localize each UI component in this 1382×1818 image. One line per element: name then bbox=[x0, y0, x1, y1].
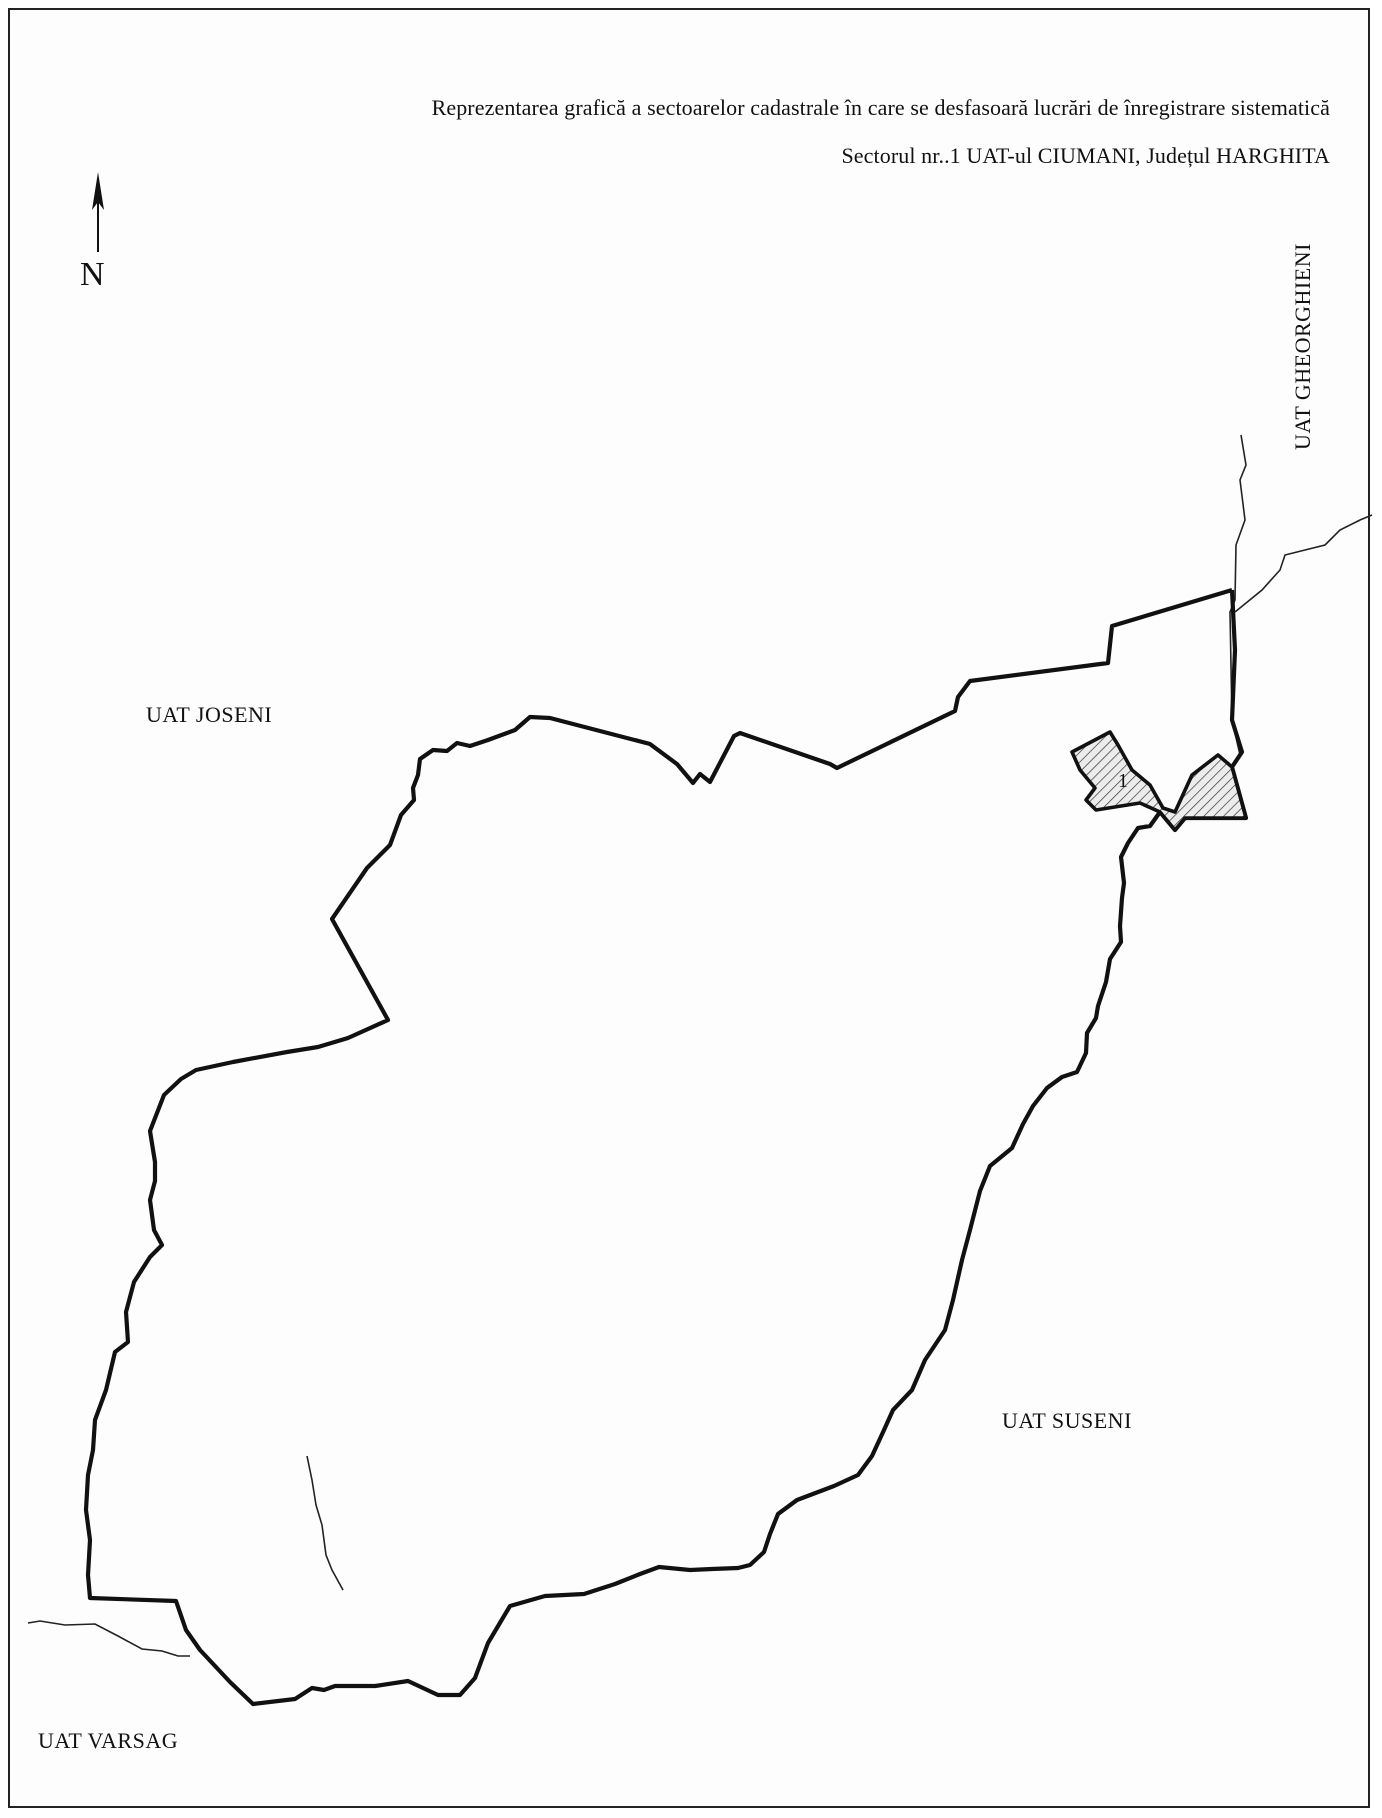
neighbor-label-joseni: UAT JOSENI bbox=[146, 702, 273, 727]
north-label: N bbox=[80, 256, 105, 293]
uat-ciumani-outline bbox=[83, 587, 1249, 1707]
river-northeast bbox=[1234, 514, 1373, 613]
map-title: Reprezentarea grafică a sectoarelor cada… bbox=[431, 95, 1330, 120]
north-arrow-icon bbox=[92, 172, 104, 252]
map-subtitle: Sectorul nr..1 UAT-ul CIUMANI, Județul H… bbox=[841, 143, 1330, 168]
river-southwest bbox=[27, 1620, 190, 1657]
sector-1-area bbox=[1070, 730, 1248, 832]
sector-1-label: 1 bbox=[1118, 770, 1128, 792]
river-south bbox=[306, 1455, 344, 1591]
neighbor-label-varsag: UAT VARSAG bbox=[38, 1728, 179, 1753]
river-lines bbox=[27, 434, 1373, 1657]
map-frame bbox=[8, 8, 1370, 1808]
neighbor-label-suseni: UAT SUSENI bbox=[1002, 1408, 1132, 1433]
neighbor-label-gheorgheni: UAT GHEORGHIENI bbox=[1290, 243, 1315, 450]
river-north bbox=[1229, 434, 1247, 756]
